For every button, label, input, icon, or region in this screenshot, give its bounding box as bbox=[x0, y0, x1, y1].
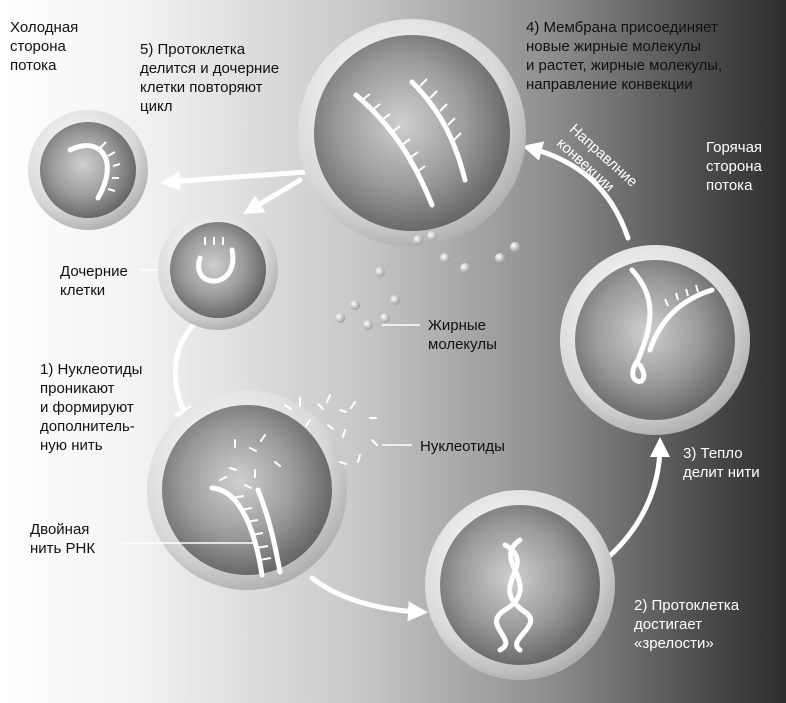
arrow-to-daughter-left bbox=[160, 169, 308, 192]
arrow-step1-to-step2 bbox=[309, 575, 428, 622]
arrow-daughter-to-step1 bbox=[172, 320, 198, 428]
protocell-step2-mature bbox=[425, 490, 615, 680]
protocell-step1 bbox=[147, 390, 347, 590]
free-nucleotides bbox=[219, 394, 378, 489]
cycle-arrows bbox=[160, 141, 670, 622]
arrow-to-top-cell bbox=[522, 141, 631, 241]
label-cold-side: Холодная сторона потока bbox=[10, 19, 79, 74]
protocell-step3 bbox=[560, 245, 750, 435]
label-step1: 1) Нуклеотиды проникают и формируют допо… bbox=[40, 361, 143, 454]
daughter-cell-middle bbox=[158, 210, 278, 330]
label-step2: 2) Протоклетка достигает «зрелости» bbox=[634, 597, 740, 652]
arrow-step2-to-step3 bbox=[602, 437, 670, 563]
label-daughter-cells: Дочерние клетки bbox=[60, 263, 128, 299]
daughter-cell-left bbox=[28, 110, 148, 230]
fat-molecules-cluster bbox=[335, 231, 520, 330]
label-step4: 4) Мембрана присоединяет новые жирные мо… bbox=[526, 19, 723, 93]
leader-lines bbox=[122, 269, 420, 544]
label-hot-side: Горячая сторона потока bbox=[706, 139, 763, 194]
label-fat-molecules: Жирные молекулы bbox=[428, 317, 497, 353]
label-double-rna: Двойная нить РНК bbox=[30, 521, 96, 557]
label-step5: 5) Протоклетка делится и дочерние клетки… bbox=[140, 41, 280, 115]
protocell-growing bbox=[298, 19, 526, 247]
arrow-to-daughter-mid bbox=[243, 177, 303, 215]
label-nucleotides: Нуклеотиды bbox=[420, 438, 505, 455]
label-step3: 3) Тепло делит нити bbox=[683, 445, 760, 481]
